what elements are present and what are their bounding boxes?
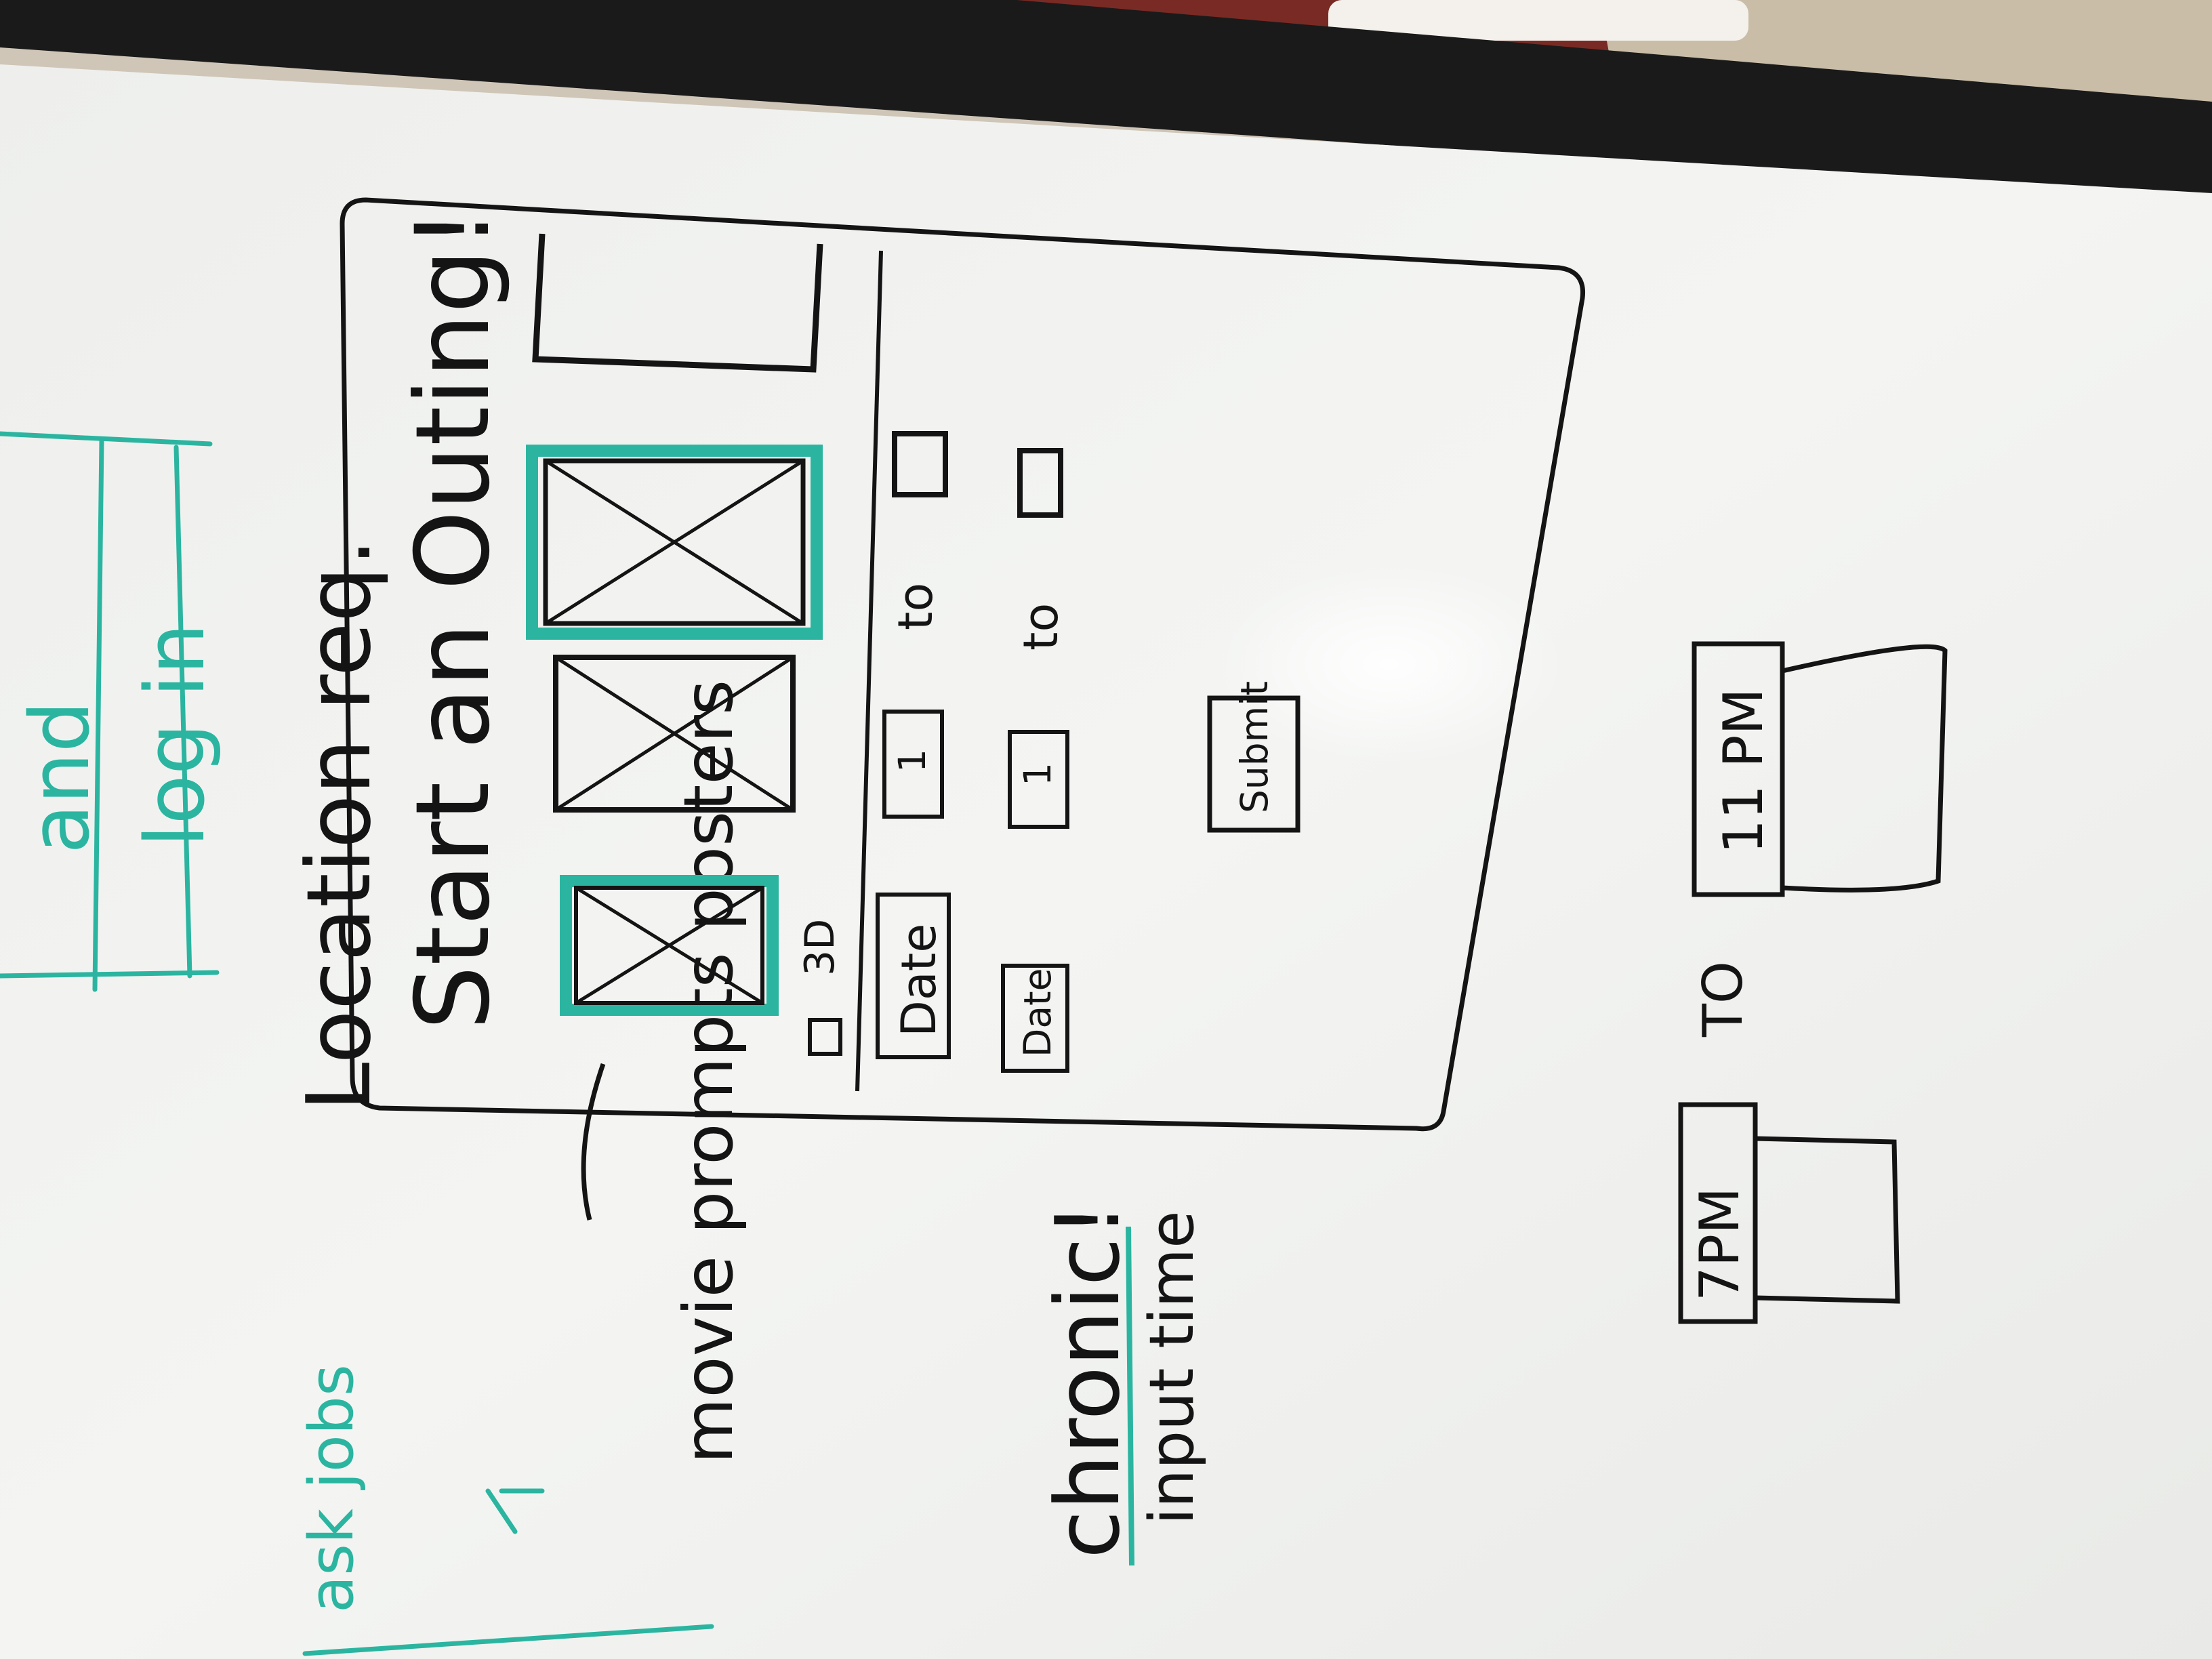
wireframe-bracket: [532, 233, 823, 373]
time-picker-to-label: TO: [1692, 961, 1755, 1038]
wireframe-divider: [855, 250, 883, 1092]
checkbox-3d-label: 3D: [796, 919, 844, 976]
date-button-1[interactable]: [876, 893, 951, 1059]
date-stepper-2[interactable]: [1017, 448, 1063, 518]
movie-prompts-posters-note: movie prompts posters: [669, 680, 748, 1464]
to-label-1: to: [888, 583, 943, 630]
submit-button[interactable]: [1207, 695, 1300, 833]
teal-and-text: and: [14, 701, 108, 854]
date-field-1-value: 1: [890, 749, 934, 773]
poster-placeholder-3[interactable]: [526, 445, 823, 640]
date-button-2[interactable]: [1001, 964, 1069, 1073]
date-field-2[interactable]: [1008, 730, 1069, 829]
time-picker-end[interactable]: [1692, 641, 1948, 897]
time-picker-end-label: 11 PM: [1712, 689, 1775, 855]
light-glare: [1213, 562, 1565, 766]
date-stepper-1[interactable]: [892, 431, 948, 497]
teal-log-in-text: log in: [129, 623, 223, 847]
submit-label: Submit: [1233, 681, 1276, 813]
teal-ask-jobs-text: ask jobs: [296, 1364, 367, 1613]
date-label-1: Date: [891, 924, 947, 1037]
date-field-2-value: 1: [1016, 762, 1059, 786]
time-picker-start-label: 7PM: [1688, 1187, 1751, 1301]
input-time-note: input time: [1136, 1211, 1208, 1525]
wireframe-frame: [340, 197, 1586, 1132]
location-req-note: Location req.: [287, 538, 390, 1111]
teal-notes: [0, 431, 714, 1656]
chronic-underline: [1126, 1226, 1134, 1566]
arrow-curve: [581, 1063, 606, 1221]
checkbox-3d[interactable]: [808, 1018, 842, 1056]
white-cup: [1328, 0, 1748, 41]
wireframe-title: Start an Outing!: [394, 208, 512, 1030]
poster-placeholder-1[interactable]: [560, 875, 779, 1016]
whiteboard-frame: [0, 0, 2212, 203]
to-label-2: to: [1013, 603, 1069, 651]
chronic-note: chronic!: [1036, 1202, 1139, 1559]
poster-placeholder-2[interactable]: [553, 655, 796, 813]
time-picker-start[interactable]: [1678, 1102, 1900, 1324]
date-label-2: Date: [1016, 968, 1059, 1057]
date-field-1[interactable]: [882, 710, 944, 819]
